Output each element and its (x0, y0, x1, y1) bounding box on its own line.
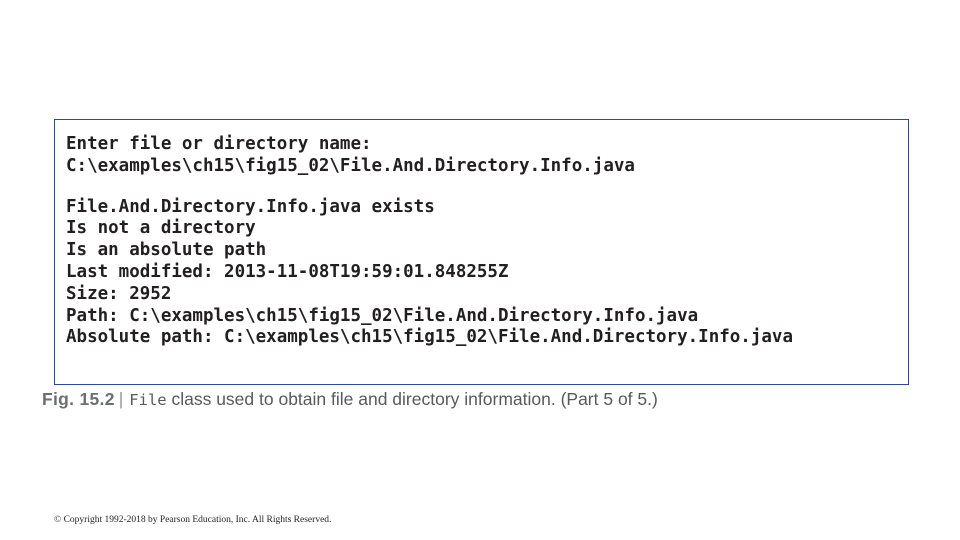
copyright-notice: © Copyright 1992-2018 by Pearson Educati… (54, 515, 332, 525)
console-line: Last modified: 2013-11-08T19:59:01.84825… (66, 261, 509, 282)
caption-class-name: File (129, 391, 167, 409)
console-line: Path: C:\examples\ch15\fig15_02\File.And… (66, 305, 699, 326)
console-line: Enter file or directory name: (66, 134, 372, 154)
console-line: File.And.Directory.Info.java exists (66, 196, 435, 217)
console-line: C:\examples\ch15\fig15_02\File.And.Direc… (66, 155, 635, 176)
console-blank-line (55, 178, 908, 197)
figure-number: Fig. 15.2 (42, 389, 115, 409)
caption-text: class used to obtain file and directory … (166, 389, 658, 409)
figure-caption: Fig. 15.2| File class used to obtain file… (42, 389, 922, 410)
console-line: Size: 2952 (66, 283, 172, 304)
console-line: Is an absolute path (66, 240, 267, 261)
console-line: Absolute path: C:\examples\ch15\fig15_02… (66, 327, 793, 348)
caption-separator: | (118, 389, 124, 409)
console-line: Is not a directory (66, 218, 256, 239)
console-output-box: Enter file or directory name: C:\example… (54, 119, 909, 385)
